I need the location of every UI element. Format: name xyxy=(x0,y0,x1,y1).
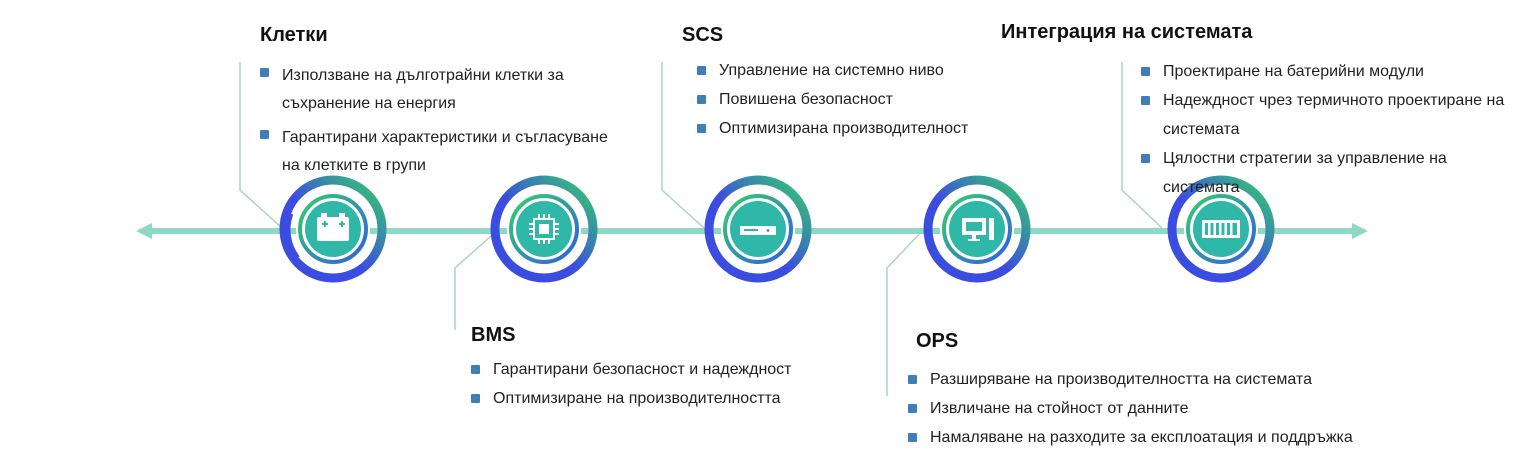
list-item: Използване на дълготрайни клетки за съхр… xyxy=(260,62,630,118)
connector-ops xyxy=(886,227,926,396)
stage-list-scs: Управление на системно ниво Повишена без… xyxy=(697,56,1057,143)
computer-monitor-icon xyxy=(962,218,994,241)
stage-node-ops xyxy=(923,175,1031,283)
stage-list-ops: Разширяване на производителността на сис… xyxy=(908,365,1468,452)
battery-cells-icon xyxy=(317,213,349,241)
stage-title-integration: Интеграция на системата xyxy=(1001,21,1253,43)
timeline-arrow-right xyxy=(1352,223,1368,239)
stage-list-cells: Използване на дълготрайни клетки за съхр… xyxy=(260,62,630,186)
connector-lines xyxy=(239,62,1163,396)
stage-title-bms: BMS xyxy=(471,324,516,346)
list-item: Оптимизирана производителност xyxy=(697,114,1057,143)
list-item: Оптимизиране на производителността xyxy=(471,384,871,413)
stage-title-cells: Клетки xyxy=(260,24,328,46)
stage-title-ops: OPS xyxy=(916,330,959,352)
list-item: Разширяване на производителността на сис… xyxy=(908,365,1468,394)
stage-list-bms: Гарантирани безопасност и надеждност Опт… xyxy=(471,355,871,413)
timeline-arrow-left xyxy=(136,223,152,239)
list-item: Проектиране на батерийни модули xyxy=(1141,57,1511,86)
battery-module-icon xyxy=(1202,220,1240,238)
list-item: Гарантирани безопасност и надеждност xyxy=(471,355,871,384)
list-item: Повишена безопасност xyxy=(697,85,1057,114)
list-item: Намаляване на разходите за експлоатация … xyxy=(908,423,1468,452)
list-item: Гарантирани характеристики и съгласуване… xyxy=(260,124,630,180)
chip-icon xyxy=(529,214,559,244)
connector-cells xyxy=(239,62,283,229)
stage-title-scs: SCS xyxy=(682,24,724,46)
list-item: Надеждност чрез термичното проектиране н… xyxy=(1141,86,1511,144)
connector-integration xyxy=(1121,62,1163,229)
connector-scs xyxy=(661,62,705,229)
list-item: Управление на системно ниво xyxy=(697,56,1057,85)
rack-unit-icon xyxy=(740,226,776,235)
connector-bms xyxy=(454,227,501,330)
stage-node-cells xyxy=(279,175,387,283)
stage-node-bms xyxy=(490,175,598,283)
stage-node-scs xyxy=(704,175,812,283)
list-item: Извличане на стойност от данните xyxy=(908,394,1468,423)
stage-list-integration: Проектиране на батерийни модули Надеждно… xyxy=(1141,57,1511,202)
stage-node-integration xyxy=(1167,175,1275,283)
list-item: Цялостни стратегии за управление на сист… xyxy=(1141,144,1511,202)
